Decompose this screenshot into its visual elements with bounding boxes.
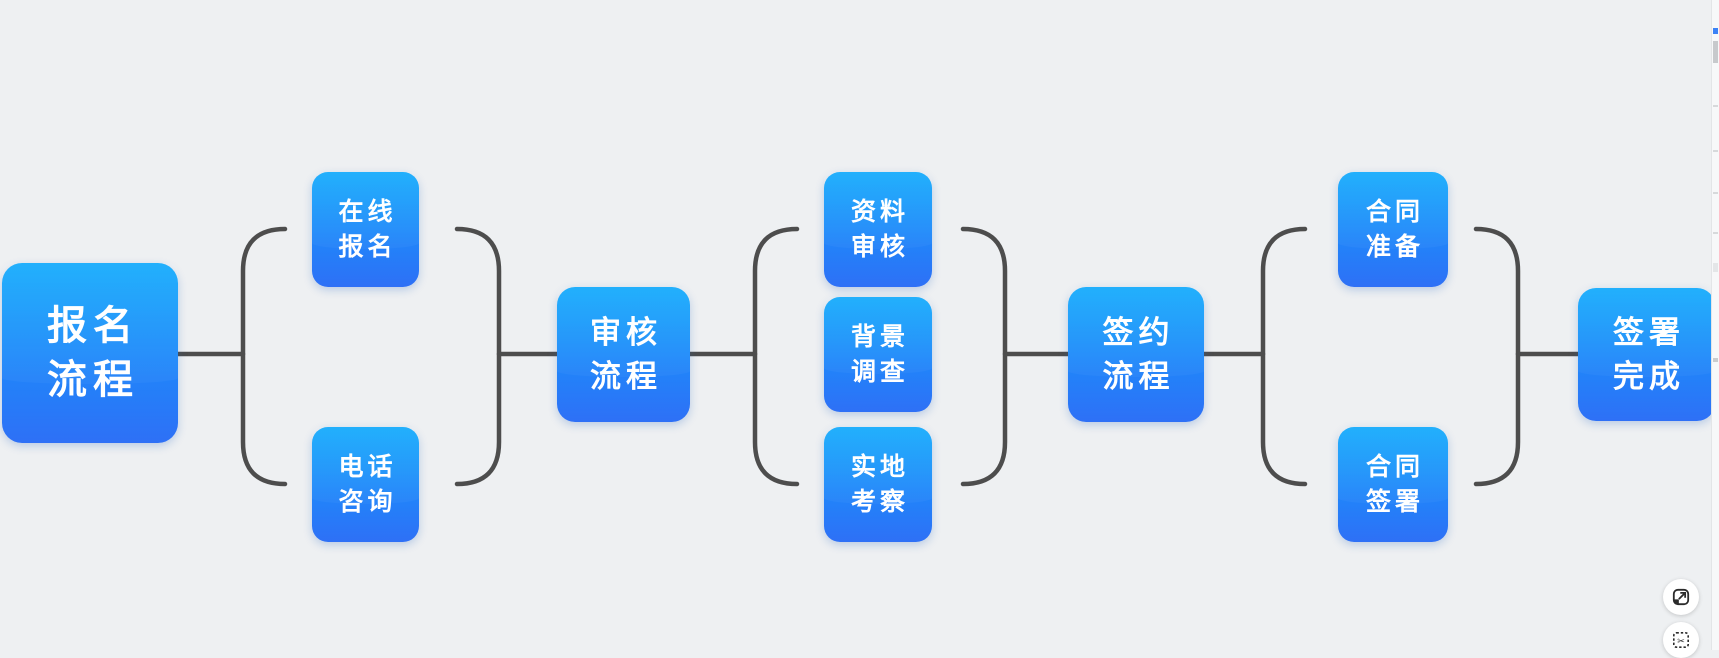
bracket-right-group2 — [960, 226, 1008, 487]
node-site-inspection[interactable]: 实地 考察 — [824, 427, 932, 542]
node-label-line: 完成 — [1613, 358, 1685, 394]
node-label-line: 流程 — [1102, 358, 1175, 394]
node-label-line: 咨询 — [338, 487, 397, 516]
node-registration-process[interactable]: 报名 流程 — [2, 263, 178, 443]
node-label-line: 实地 — [850, 452, 909, 481]
minimap-tick — [1713, 192, 1718, 194]
node-signing-complete[interactable]: 签署 完成 — [1578, 288, 1715, 421]
node-phone-consultation[interactable]: 电话 咨询 — [312, 427, 419, 542]
node-online-registration[interactable]: 在线 报名 — [312, 172, 419, 287]
minimap-scrollbar[interactable] — [1711, 0, 1719, 650]
minimap-tick — [1713, 358, 1718, 362]
screenshot-button[interactable]: ✂ — [1663, 622, 1699, 658]
node-label-line: 资料 — [850, 197, 909, 226]
bracket-right-group1 — [454, 226, 502, 487]
bracket-left-group2 — [752, 226, 800, 487]
node-background-check[interactable]: 背景 调查 — [824, 297, 932, 412]
node-label-line: 签署 — [1613, 314, 1685, 350]
svg-text:✂: ✂ — [1677, 636, 1685, 646]
minimap-light-mark — [1713, 263, 1718, 272]
node-label-line: 考察 — [850, 487, 909, 516]
fit-view-button[interactable] — [1663, 579, 1699, 615]
minimap-tick — [1713, 105, 1718, 107]
minimap-tick — [1713, 232, 1718, 234]
minimap-tick — [1713, 150, 1718, 152]
node-label-line: 流程 — [47, 358, 139, 402]
node-label-line: 合同 — [1365, 452, 1424, 481]
node-contract-preparation[interactable]: 合同 准备 — [1338, 172, 1448, 287]
crop-screenshot-icon: ✂ — [1672, 631, 1690, 649]
node-contract-signing[interactable]: 合同 签署 — [1338, 427, 1448, 542]
node-label-line: 合同 — [1365, 197, 1424, 226]
node-document-review[interactable]: 资料 审核 — [824, 172, 932, 287]
node-label-line: 签约 — [1102, 314, 1175, 350]
node-label-line: 准备 — [1365, 232, 1424, 261]
node-label-line: 背景 — [850, 322, 909, 351]
bracket-left-group1 — [240, 226, 288, 487]
minimap-accent-mark — [1713, 28, 1718, 34]
node-label-line: 签署 — [1365, 487, 1424, 516]
minimap-gray-mark — [1713, 41, 1718, 63]
node-signing-process[interactable]: 签约 流程 — [1068, 287, 1204, 422]
node-label-line: 在线 — [338, 197, 397, 226]
node-label-line: 审核 — [590, 314, 662, 350]
bracket-left-group3 — [1260, 226, 1308, 487]
bracket-right-group3 — [1473, 226, 1521, 487]
node-label-line: 审核 — [850, 232, 909, 261]
node-review-process[interactable]: 审核 流程 — [557, 287, 690, 422]
node-label-line: 流程 — [590, 358, 662, 394]
node-label-line: 报名 — [338, 232, 397, 261]
node-label-line: 调查 — [850, 357, 909, 386]
node-label-line: 报名 — [47, 304, 139, 348]
node-label-line: 电话 — [338, 452, 397, 481]
expand-icon — [1672, 588, 1690, 606]
